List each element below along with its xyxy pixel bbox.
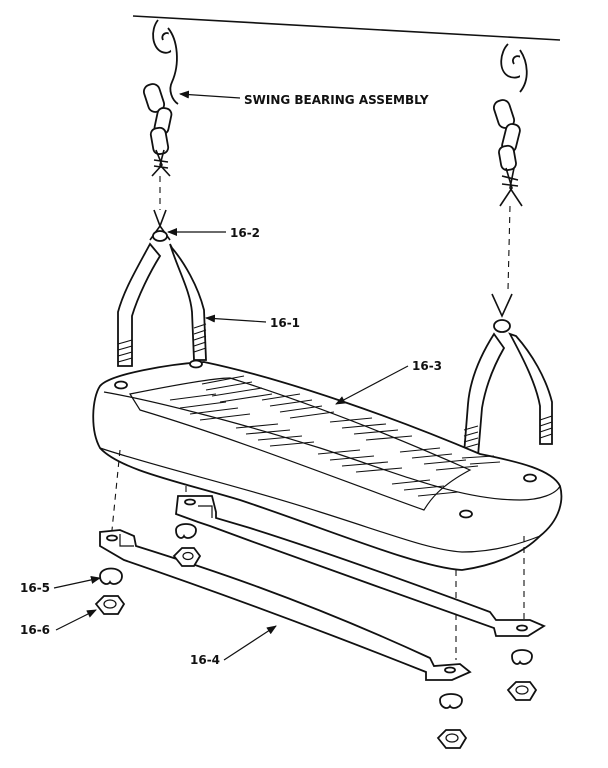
seat-slots bbox=[169, 375, 501, 497]
lock-washers-16-5 bbox=[99, 523, 533, 709]
label-16-6: 16-6 bbox=[20, 623, 50, 637]
rear-brace bbox=[175, 495, 546, 637]
left-hanger-16-1 bbox=[117, 209, 207, 367]
hex-nuts-16-6 bbox=[94, 547, 538, 749]
leader-swing-bearing bbox=[179, 90, 241, 99]
label-16-4: 16-4 bbox=[190, 653, 220, 667]
support-beam-line bbox=[132, 15, 561, 41]
label-16-2: 16-2 bbox=[230, 226, 260, 240]
seat-16-3 bbox=[92, 359, 563, 571]
leader-16-6 bbox=[55, 609, 97, 631]
label-16-3: 16-3 bbox=[412, 359, 442, 373]
leader-16-4 bbox=[223, 625, 277, 661]
leader-16-3 bbox=[335, 365, 409, 405]
leader-16-1 bbox=[205, 314, 267, 323]
right-hanger bbox=[463, 293, 553, 458]
leader-16-5 bbox=[53, 576, 101, 589]
left-front-centerline bbox=[111, 449, 121, 531]
right-upper-centerline bbox=[507, 205, 511, 291]
right-swing-bearing bbox=[492, 43, 528, 207]
left-swing-bearing bbox=[142, 19, 179, 177]
label-16-5: 16-5 bbox=[20, 581, 50, 595]
label-swing-bearing-assembly: SWING BEARING ASSEMBLY bbox=[244, 93, 429, 107]
label-16-1: 16-1 bbox=[270, 316, 300, 330]
